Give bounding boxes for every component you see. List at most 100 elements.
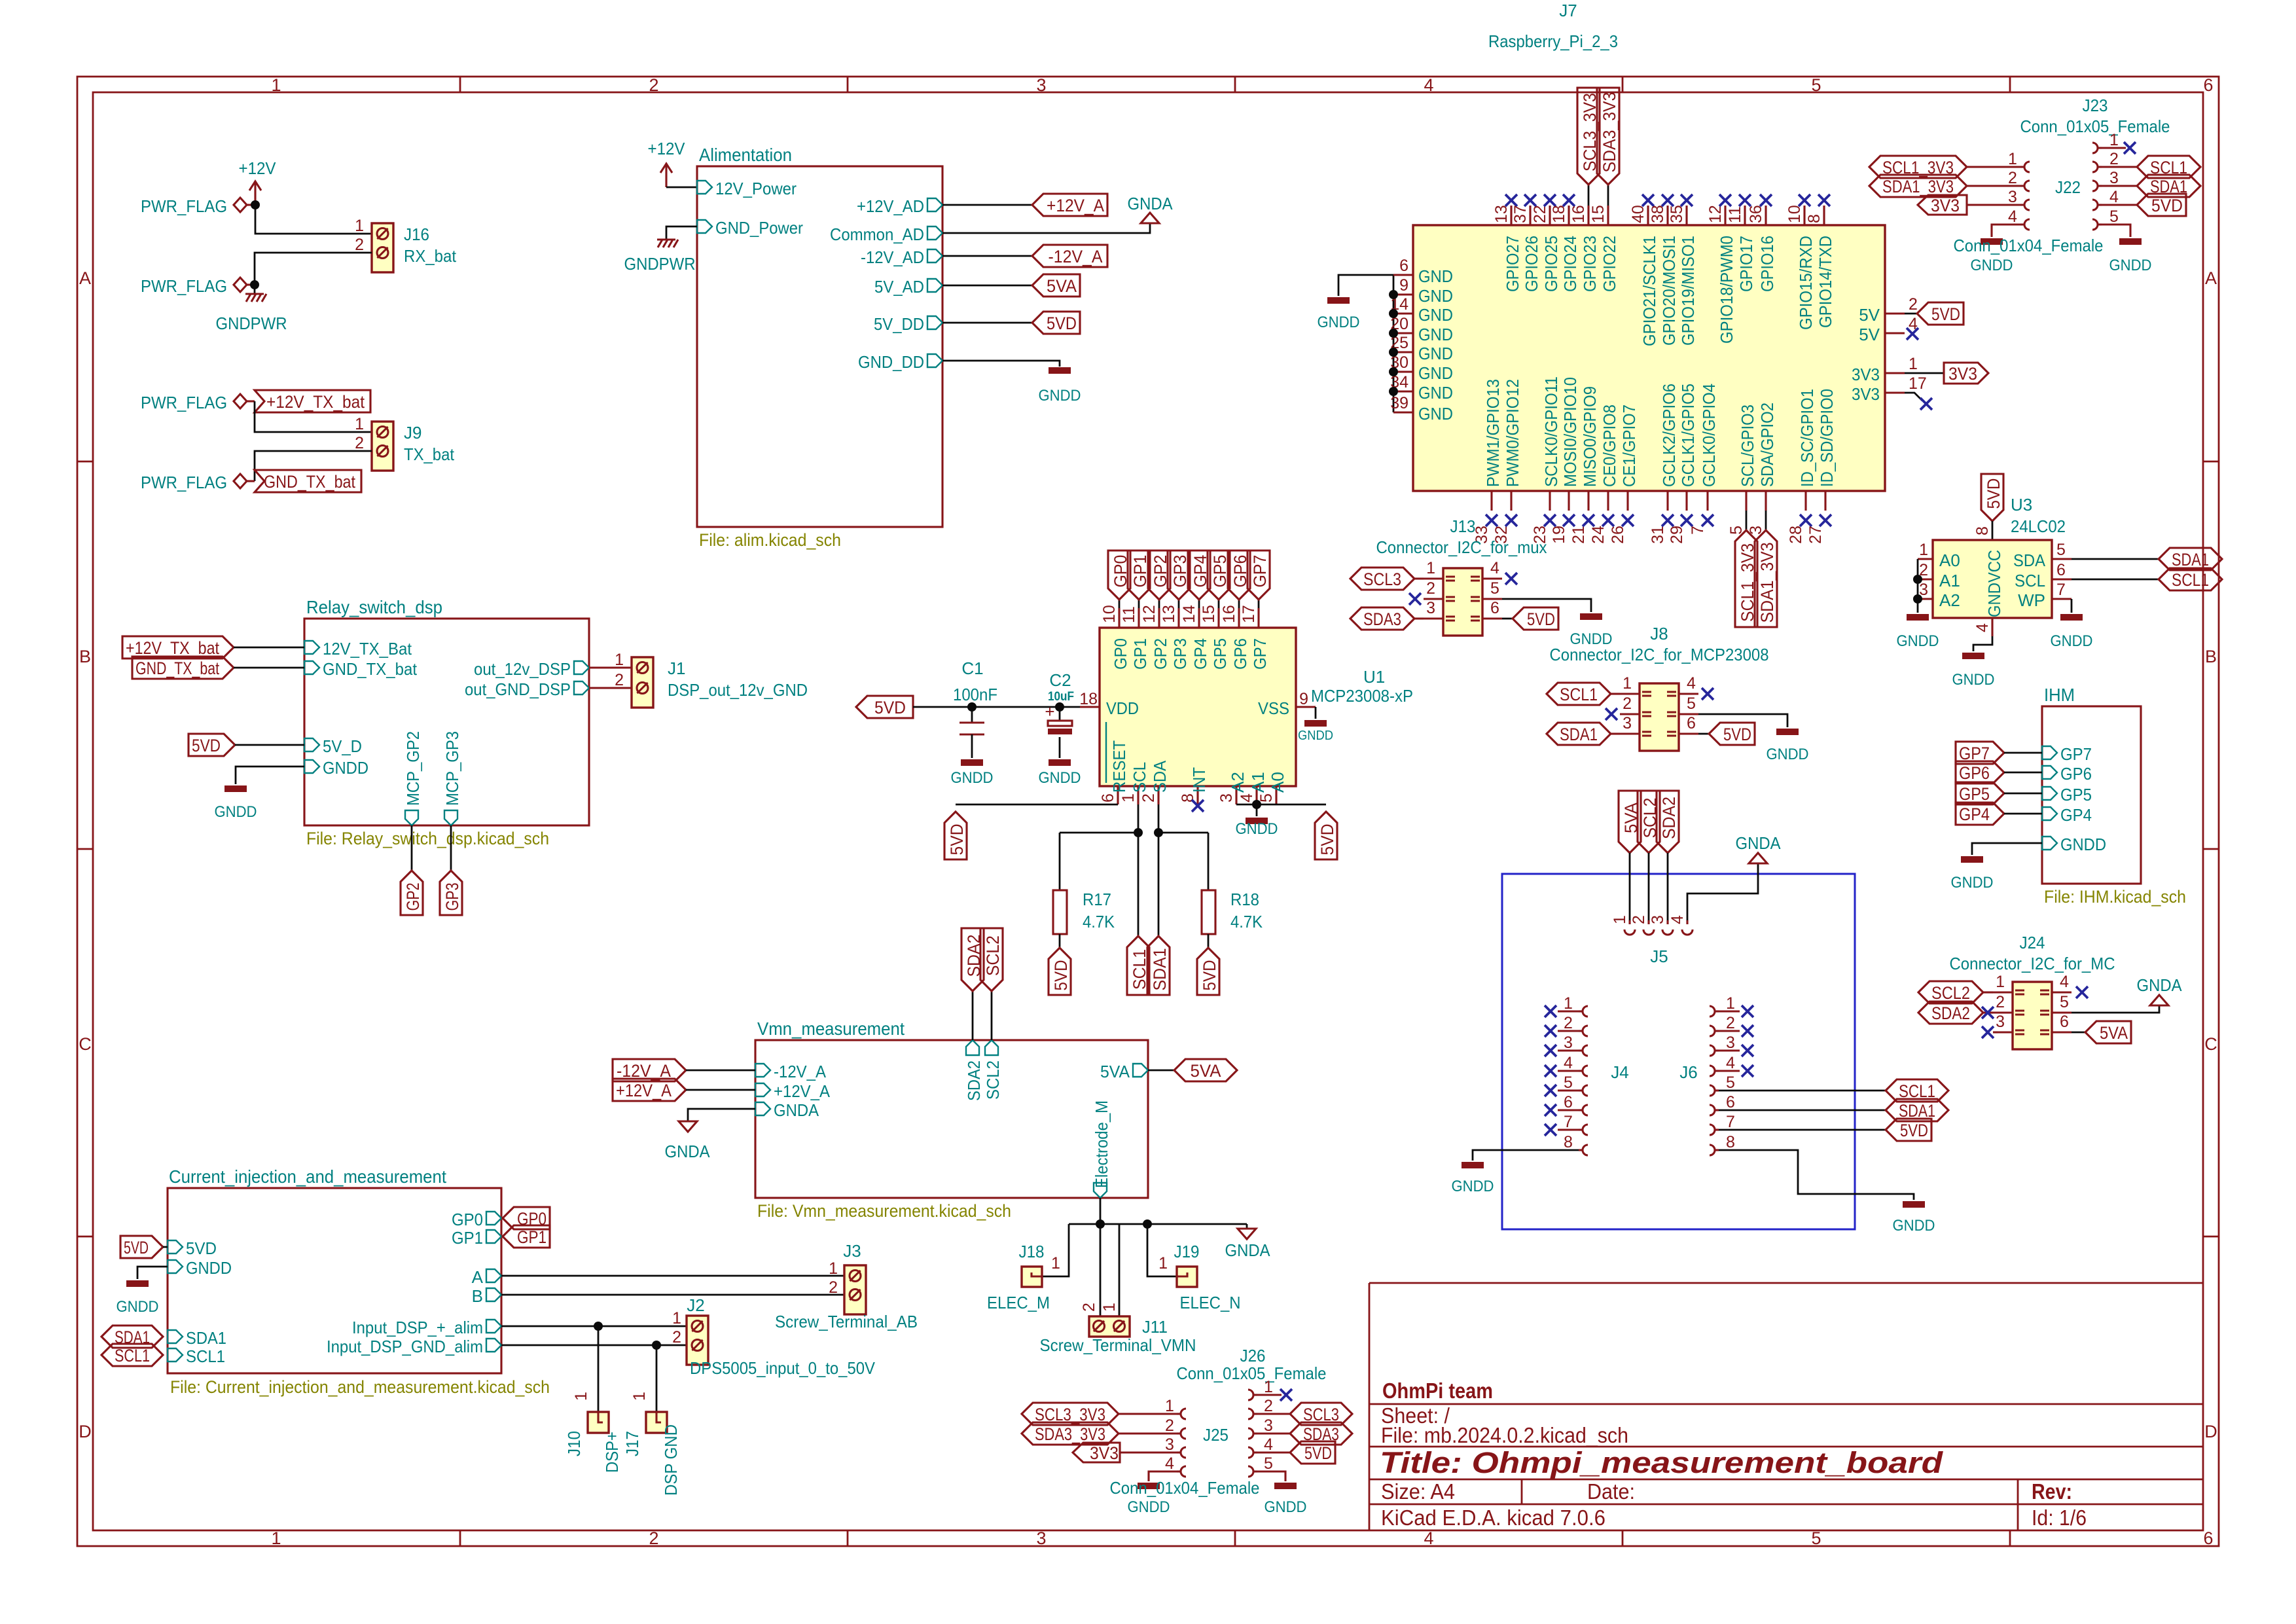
svg-text:5VD: 5VD — [1200, 960, 1219, 990]
svg-text:R17: R17 — [1083, 890, 1111, 909]
svg-text:Input_DSP_+_alim: Input_DSP_+_alim — [352, 1318, 483, 1337]
svg-text:5: 5 — [1811, 1528, 1821, 1548]
svg-text:J17: J17 — [622, 1431, 642, 1456]
svg-text:MOSI0/GPIO10: MOSI0/GPIO10 — [1560, 377, 1580, 487]
svg-text:10uF: 10uF — [1048, 690, 1074, 704]
svg-text:4.7K: 4.7K — [1083, 912, 1115, 931]
svg-text:VSS: VSS — [1258, 698, 1289, 718]
svg-text:+12V: +12V — [239, 158, 277, 178]
svg-text:5: 5 — [1687, 695, 1696, 713]
svg-text:GNDD: GNDD — [1298, 729, 1333, 743]
svg-text:RESET: RESET — [1109, 740, 1129, 793]
svg-text:3: 3 — [1264, 1416, 1273, 1435]
svg-text:GPIO20/MOSI1: GPIO20/MOSI1 — [1659, 236, 1679, 346]
svg-text:2: 2 — [1726, 1014, 1735, 1032]
svg-text:5V_AD: 5V_AD — [874, 277, 924, 297]
svg-text:4: 4 — [1564, 1054, 1573, 1072]
svg-text:SCL1: SCL1 — [2172, 570, 2209, 590]
svg-text:SCL1: SCL1 — [1560, 685, 1598, 704]
svg-text:4: 4 — [1424, 1528, 1433, 1548]
svg-text:A0: A0 — [1268, 772, 1287, 793]
svg-text:SCL1: SCL1 — [1130, 949, 1149, 990]
svg-text:KiCad E.D.A. kicad 7.0.6: KiCad E.D.A. kicad 7.0.6 — [1381, 1506, 1605, 1530]
svg-text:GCLK0/GPIO4: GCLK0/GPIO4 — [1699, 384, 1719, 487]
svg-text:2: 2 — [1139, 793, 1158, 803]
svg-text:24LC02: 24LC02 — [2011, 516, 2066, 536]
svg-text:GNDD: GNDD — [1039, 387, 1081, 405]
svg-text:PWR_FLAG: PWR_FLAG — [141, 196, 227, 216]
svg-text:5VD: 5VD — [1931, 304, 1960, 324]
svg-text:37: 37 — [1511, 205, 1530, 223]
svg-text:6: 6 — [2203, 75, 2213, 95]
svg-text:5VA: 5VA — [1100, 1062, 1130, 1081]
svg-text:15: 15 — [1589, 205, 1607, 223]
svg-text:100nF: 100nF — [953, 685, 997, 704]
svg-text:GP2: GP2 — [403, 882, 423, 911]
svg-text:GP7: GP7 — [1250, 638, 1270, 670]
svg-text:File: Relay_switch_dsp.kicad_s: File: Relay_switch_dsp.kicad_sch — [306, 829, 549, 848]
svg-text:GNDPWR: GNDPWR — [216, 314, 287, 333]
svg-text:24: 24 — [1589, 526, 1607, 544]
svg-text:MCP_GP3: MCP_GP3 — [442, 731, 462, 806]
svg-text:SCL2: SCL2 — [983, 1060, 1003, 1100]
svg-text:Id: 1/6: Id: 1/6 — [2032, 1506, 2087, 1530]
svg-text:Common_AD: Common_AD — [830, 225, 924, 244]
svg-text:GCLK2/GPIO6: GCLK2/GPIO6 — [1659, 384, 1679, 487]
svg-text:33: 33 — [1473, 526, 1491, 544]
svg-text:31: 31 — [1649, 526, 1667, 544]
svg-text:2: 2 — [2109, 150, 2119, 168]
svg-text:PWR_FLAG: PWR_FLAG — [141, 276, 227, 296]
svg-text:-12V_A: -12V_A — [774, 1062, 827, 1081]
svg-text:6: 6 — [1099, 793, 1117, 803]
svg-text:Sheet: /: Sheet: / — [1381, 1403, 1450, 1428]
svg-text:2: 2 — [615, 671, 624, 689]
svg-text:5: 5 — [1564, 1074, 1573, 1092]
svg-text:1: 1 — [1909, 355, 1918, 373]
svg-text:GND: GND — [1418, 344, 1453, 363]
svg-text:10: 10 — [1785, 205, 1804, 223]
svg-text:GP5: GP5 — [1210, 638, 1230, 670]
svg-text:18: 18 — [1550, 205, 1568, 223]
svg-text:GP5: GP5 — [1959, 784, 1990, 804]
svg-text:1: 1 — [2109, 131, 2119, 149]
svg-text:3: 3 — [1649, 915, 1667, 924]
svg-text:GP1: GP1 — [1130, 638, 1150, 670]
svg-text:2: 2 — [2008, 169, 2017, 187]
svg-text:6: 6 — [1399, 257, 1408, 275]
svg-text:J19: J19 — [1174, 1242, 1200, 1261]
svg-text:GNDD: GNDD — [951, 769, 994, 787]
svg-text:1: 1 — [1919, 541, 1928, 559]
svg-text:1: 1 — [1119, 793, 1138, 803]
svg-text:14: 14 — [1180, 605, 1198, 623]
svg-text:Screw_Terminal_VMN: Screw_Terminal_VMN — [1040, 1335, 1196, 1355]
svg-text:SDA2: SDA2 — [1659, 797, 1679, 839]
svg-text:A: A — [472, 1267, 484, 1287]
svg-text:2: 2 — [355, 236, 364, 254]
svg-text:5V: 5V — [1859, 305, 1880, 325]
svg-text:13: 13 — [1160, 605, 1178, 623]
svg-text:2: 2 — [1080, 1303, 1098, 1312]
svg-text:9: 9 — [1299, 690, 1308, 708]
svg-text:5V_DD: 5V_DD — [874, 314, 924, 334]
svg-text:GPIO25: GPIO25 — [1541, 236, 1561, 292]
svg-text:3: 3 — [2109, 169, 2119, 187]
svg-text:5: 5 — [2060, 993, 2069, 1011]
svg-text:TX_bat: TX_bat — [404, 444, 455, 464]
svg-text:GP3: GP3 — [1170, 555, 1190, 588]
svg-text:SCL3: SCL3 — [1303, 1405, 1339, 1424]
svg-text:+12V_TX_bat: +12V_TX_bat — [126, 638, 219, 658]
svg-text:21: 21 — [1570, 526, 1588, 544]
svg-text:A0: A0 — [1939, 550, 1960, 570]
svg-text:SDA/GPIO2: SDA/GPIO2 — [1757, 403, 1777, 487]
svg-text:2: 2 — [649, 75, 658, 95]
svg-text:2: 2 — [1426, 579, 1435, 598]
svg-text:GPIO17: GPIO17 — [1736, 236, 1756, 292]
svg-text:5: 5 — [2109, 208, 2119, 226]
svg-text:4: 4 — [1165, 1454, 1174, 1473]
svg-text:SCL3_3V3: SCL3_3V3 — [1035, 1405, 1105, 1424]
svg-text:4: 4 — [1687, 674, 1696, 693]
svg-text:5VD: 5VD — [1304, 1443, 1332, 1463]
svg-text:3V3: 3V3 — [1852, 384, 1880, 404]
svg-text:3V3: 3V3 — [1931, 196, 1960, 215]
svg-text:GP5: GP5 — [2060, 785, 2092, 804]
